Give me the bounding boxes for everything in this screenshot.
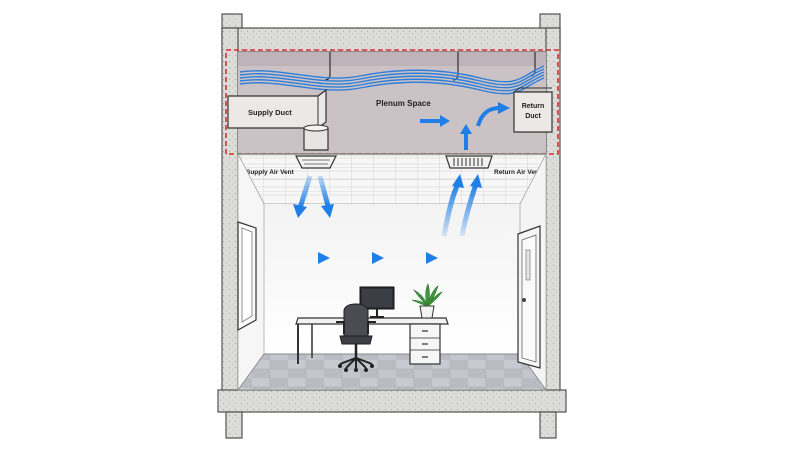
return-duct: Return Duct xyxy=(513,87,553,133)
supply-duct-label: Supply Duct xyxy=(248,108,292,117)
left-wall xyxy=(221,27,239,393)
floor-slab xyxy=(217,389,567,413)
plenum-space-label: Plenum Space xyxy=(376,99,431,108)
return-air-vent-label: Return Air Vent xyxy=(494,169,542,176)
plenum-airflow-arrows xyxy=(420,102,510,150)
door-handle xyxy=(522,298,526,302)
potted-plant xyxy=(411,283,443,319)
window xyxy=(237,221,257,332)
return-duct-label-line1: Return xyxy=(522,103,545,110)
monitor xyxy=(359,286,395,318)
cable-bundle xyxy=(239,65,545,95)
supply-vent xyxy=(295,155,337,169)
roof-slab xyxy=(221,27,561,53)
office-chair xyxy=(336,303,376,372)
return-vent xyxy=(445,155,493,169)
supply-air-vent-label: Supply Air Vent xyxy=(246,169,295,176)
door xyxy=(517,225,541,369)
office-room xyxy=(237,153,547,392)
ceiling-grid xyxy=(237,153,547,205)
room-airflow-arrows xyxy=(292,174,482,264)
carpet-floor xyxy=(237,353,547,391)
return-duct-label-line2: Duct xyxy=(525,113,541,120)
supply-duct: Supply Duct xyxy=(227,88,329,151)
